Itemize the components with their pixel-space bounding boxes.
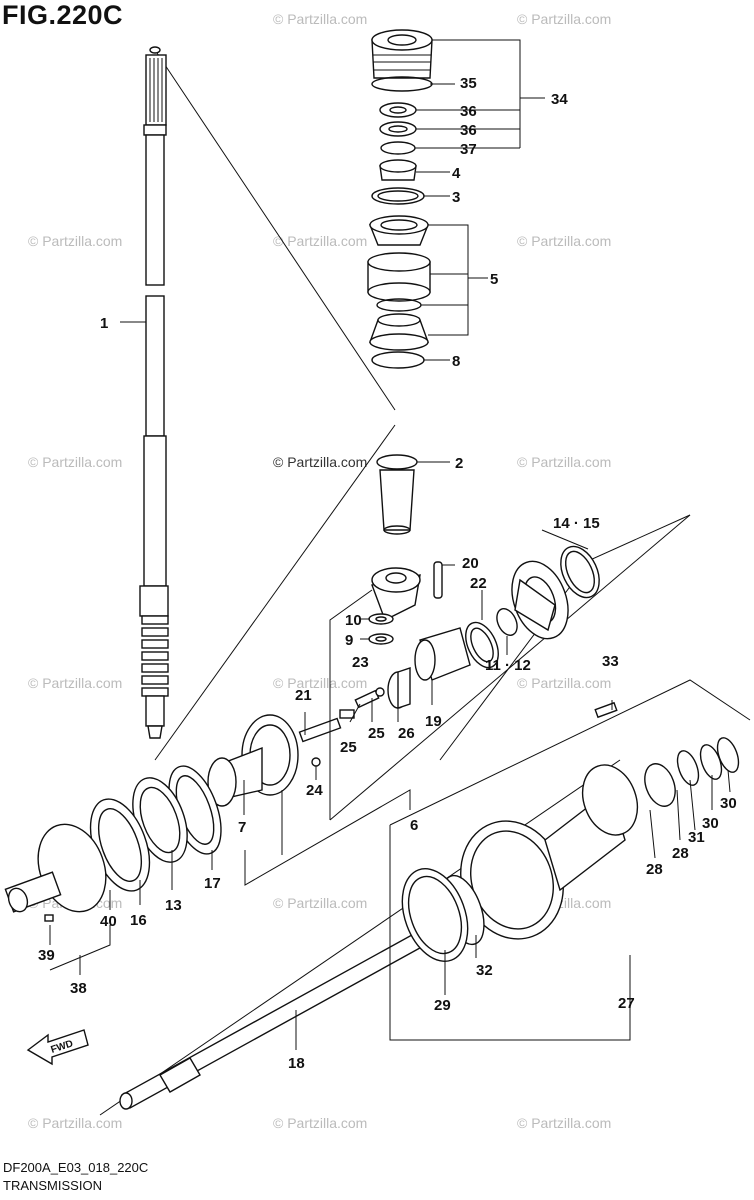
callout-32: 32 (476, 962, 493, 979)
clutch-dog-part-19 (414, 627, 471, 681)
callout-13: 13 (165, 897, 182, 914)
projection-lines (99, 49, 691, 1116)
callout-1: 1 (100, 315, 108, 332)
watermark: © Partzilla.com (517, 233, 611, 249)
callout-18: 18 (288, 1055, 305, 1072)
callout-39: 39 (38, 947, 55, 964)
callout-17: 17 (204, 875, 221, 892)
collar-part-26 (387, 667, 411, 709)
callout-26: 26 (398, 725, 415, 742)
callout-labels: 1 2 3 4 5 6 7 8 9 10 11 · 12 13 14 · 15 … (38, 75, 737, 1072)
callout-20: 20 (462, 555, 479, 572)
watermarks: © Partzilla.com © Partzilla.com © Partzi… (28, 11, 611, 1131)
forward-bevel-gear (511, 560, 569, 640)
callout-25: 25 (340, 739, 357, 756)
figure-code: DF200A_E03_018_220C (3, 1160, 149, 1175)
drive-shaft-part-1 (139, 46, 169, 739)
leader-lines (49, 39, 731, 1050)
callout-29: 29 (434, 997, 451, 1014)
callout-38: 38 (70, 980, 87, 997)
callout-3: 3 (452, 189, 460, 206)
callout-27: 27 (618, 995, 635, 1012)
callout-21: 21 (295, 687, 312, 704)
pinion-bearing-housing-part-34 (371, 29, 433, 205)
taper-bearing-part-5 (367, 215, 431, 369)
watermark: © Partzilla.com (517, 454, 611, 470)
callout-28: 28 (672, 845, 689, 862)
callout-40: 40 (100, 913, 117, 930)
watermark: © Partzilla.com (517, 1115, 611, 1131)
callout-8: 8 (452, 353, 460, 370)
callout-31: 31 (688, 829, 705, 846)
callout-24: 24 (306, 782, 323, 799)
callout-30: 30 (720, 795, 737, 812)
callout-10: 10 (345, 612, 362, 629)
watermark: © Partzilla.com (273, 11, 367, 27)
watermark: © Partzilla.com (28, 675, 122, 691)
ring-part-22 (465, 608, 518, 669)
callout-19: 19 (425, 713, 442, 730)
sleeve-part-2 (376, 454, 418, 535)
watermark: © Partzilla.com (273, 895, 367, 911)
gear-part-38 (4, 823, 107, 922)
callout-4: 4 (452, 165, 461, 182)
watermark: © Partzilla.com (273, 1115, 367, 1131)
figure-caption: TRANSMISSION (3, 1178, 102, 1193)
gear-case-group-part-27 (389, 679, 751, 1041)
callout-11-12: 11 · 12 (485, 657, 531, 674)
callout-9: 9 (345, 632, 353, 649)
propeller-shaft-part-18 (119, 921, 439, 1110)
callout-35: 35 (460, 75, 477, 92)
watermark: © Partzilla.com (517, 675, 611, 691)
pinion-gear-part (368, 567, 421, 645)
callout-34: 34 (551, 91, 568, 108)
callout-36: 36 (460, 122, 477, 139)
shaft-ribs (141, 615, 169, 697)
watermark: © Partzilla.com (28, 454, 122, 470)
watermark: © Partzilla.com (273, 233, 367, 249)
callout-28: 28 (646, 861, 663, 878)
watermark: © Partzilla.com (273, 675, 367, 691)
callout-2: 2 (455, 455, 463, 472)
callout-22: 22 (470, 575, 487, 592)
watermark: © Partzilla.com (28, 233, 122, 249)
callout-33: 33 (602, 653, 619, 670)
callout-36: 36 (460, 103, 477, 120)
callout-7: 7 (238, 819, 246, 836)
callout-16: 16 (130, 912, 147, 929)
watermark-center: © Partzilla.com (273, 454, 367, 470)
callout-6: 6 (410, 817, 418, 834)
callout-5: 5 (490, 271, 498, 288)
forward-arrow-icon: FWD (26, 1029, 89, 1066)
callout-30: 30 (702, 815, 719, 832)
shim-part-14-15 (560, 545, 600, 599)
figure-title: FIG.220C (2, 0, 124, 30)
callout-14-15: 14 · 15 (553, 515, 600, 532)
callout-37: 37 (460, 141, 477, 158)
watermark: © Partzilla.com (28, 1115, 122, 1131)
watermark: © Partzilla.com (517, 11, 611, 27)
callout-25: 25 (368, 725, 385, 742)
reverse-gear-part-7 (207, 714, 299, 807)
pin-part-20 (433, 561, 443, 599)
callout-23: 23 (352, 654, 369, 671)
